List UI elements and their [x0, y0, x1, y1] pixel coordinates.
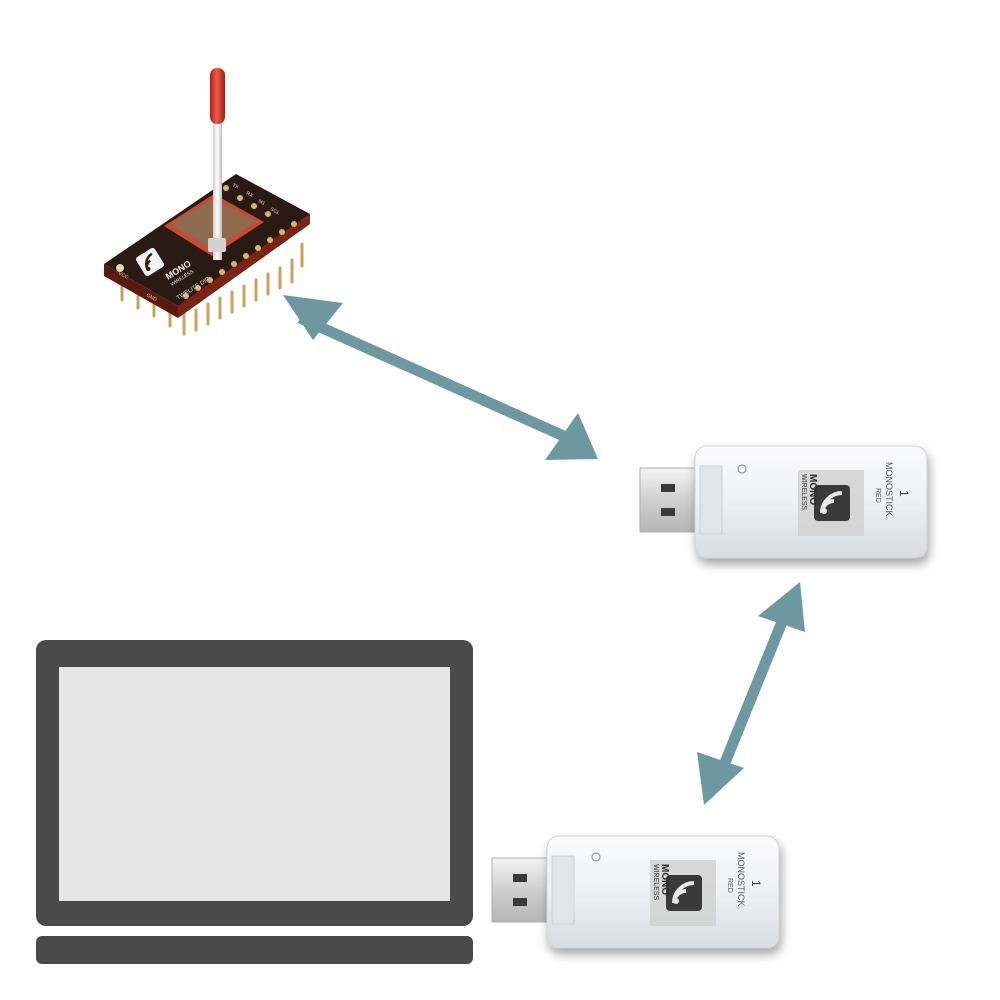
monostick-lower: MONO WIRELESS MONOSTICK RED 1 [491, 835, 780, 949]
laptop [36, 640, 473, 964]
module-pin-labels: TX RX M1 SCL GND VCC [117, 182, 281, 303]
antenna-tip [210, 68, 225, 124]
link-arrow-stick-to-stick [697, 582, 805, 805]
stick-product-lower: MONOSTICK [736, 852, 746, 907]
module-pads [116, 185, 297, 299]
svg-text:GND: GND [145, 292, 158, 303]
stick-logo-top-upper: MONO [807, 474, 818, 505]
wireless-logo-icon [814, 485, 850, 521]
status-led-upper [737, 464, 747, 474]
antenna-base [208, 238, 226, 252]
svg-text:M1: M1 [257, 198, 266, 207]
stick-logo-bottom-lower: WIRELESS [652, 864, 659, 901]
stick-number-lower: 1 [749, 880, 763, 887]
wireless-logo-icon [666, 875, 702, 911]
wireless-logo-icon [135, 247, 165, 277]
svg-text:TX: TX [231, 182, 240, 191]
laptop-screen [59, 667, 450, 901]
stick-color-upper: RED [874, 488, 881, 503]
module-pins [120, 242, 304, 336]
monostick-upper: MONO WIRELESS MONOSTICK RED 1 [639, 445, 928, 559]
link-arrow-module-to-stick [283, 295, 598, 460]
laptop-base [36, 936, 473, 964]
stick-color-lower: RED [726, 878, 733, 893]
svg-text:RX: RX [245, 190, 255, 199]
svg-text:VCC: VCC [117, 270, 129, 280]
stick-logo-top-lower: MONO [659, 864, 670, 895]
svg-text:SCL: SCL [269, 206, 281, 216]
stick-product-upper: MONOSTICK [884, 462, 894, 517]
usb-plug-upper [639, 467, 703, 533]
stick-number-upper: 1 [897, 490, 911, 497]
antenna-wire [213, 110, 222, 260]
twelite-dip-module: MONO WIRELESS TWELITE DIP TX RX M1 SCL G… [104, 68, 310, 336]
stick-logo-bottom-upper: WIRELESS [800, 474, 807, 511]
usb-plug-lower [491, 857, 555, 923]
status-led-lower [591, 852, 601, 862]
